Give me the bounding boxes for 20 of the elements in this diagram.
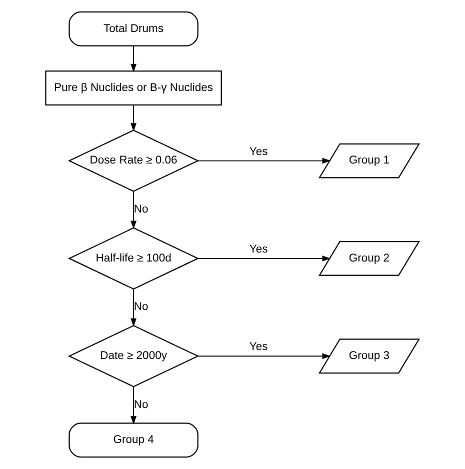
edge-label: Yes [249,243,268,256]
node-diamond: Half-life ≥ 100d [68,227,200,290]
arrow [130,386,137,425]
edge-label: No [134,398,148,411]
node-box: Pure β Nuclides or B-γ Nuclides [45,70,222,106]
arrow [130,46,137,72]
node-diamond: Dose Rate ≥ 0.06 [68,130,200,192]
arrow [198,353,331,360]
node-box: Total Drums [68,11,198,46]
arrow [130,191,137,230]
arrow [130,104,137,132]
edge-label: No [134,204,148,216]
node-diamond: Date ≥ 2000y [68,324,200,388]
edge-label: Yes [249,146,268,158]
node-box: Group 4 [68,422,198,458]
arrow [198,255,331,262]
arrow [130,288,137,327]
arrow [198,158,331,164]
edge-label: Yes [249,341,268,354]
edge-label: No [134,301,148,314]
